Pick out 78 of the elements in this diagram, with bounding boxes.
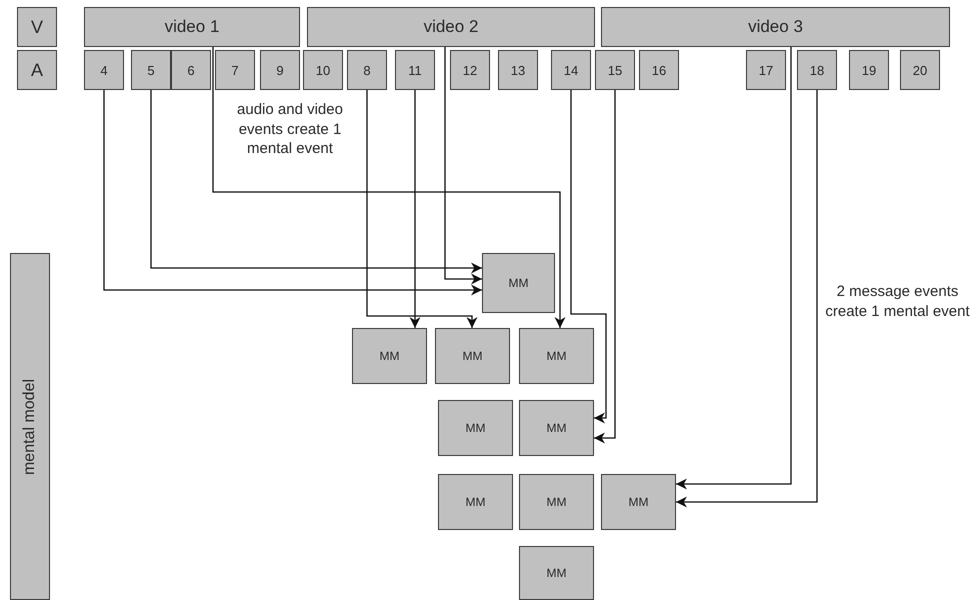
arrow: [212, 47, 566, 328]
box-label: 14: [564, 62, 578, 78]
video-segment-bar: [84, 7, 300, 47]
box-label: MM: [462, 349, 482, 363]
box-label: 17: [758, 62, 774, 78]
box-label: 6: [187, 62, 195, 78]
audio-event-box: [746, 50, 786, 90]
audio-event-box: [450, 50, 490, 90]
box-label: MM: [546, 349, 566, 363]
audio-event-box: [84, 50, 124, 90]
arrow: [676, 90, 818, 508]
mental-event-box: [519, 328, 594, 384]
arrow: [594, 90, 616, 444]
arrow: [103, 90, 482, 296]
arrow: [410, 90, 420, 328]
box-label: video 3: [748, 17, 803, 37]
arrow: [570, 90, 607, 424]
arrow: [366, 90, 478, 328]
mental-model-bar: [10, 253, 50, 600]
mental-event-box: [519, 474, 594, 530]
audio-event-box: [347, 50, 387, 90]
audio-event-box: [498, 50, 538, 90]
audio-event-box: [551, 50, 591, 90]
video-segment-bar: [307, 7, 595, 47]
video-segment-bar: [601, 7, 950, 47]
box-label: video 2: [424, 17, 478, 37]
box-label: MM: [466, 421, 486, 435]
box-label: mental model: [21, 378, 39, 475]
box-label: 10: [316, 62, 330, 78]
box-label: A: [30, 60, 43, 80]
box-label: 7: [231, 62, 239, 78]
audio-event-box: [215, 50, 255, 90]
mental-event-box: [519, 546, 594, 600]
mental-event-box: [438, 474, 513, 530]
box-label: 18: [810, 62, 824, 78]
box-label: 15: [608, 62, 622, 78]
mental-event-box: [482, 253, 555, 313]
box-label: MM: [466, 495, 486, 509]
box-label: video 1: [164, 17, 220, 37]
box-label: 16: [652, 62, 666, 78]
box-label: 5: [147, 62, 155, 78]
audio-event-box: [849, 50, 889, 90]
box-label: 12: [462, 62, 478, 78]
box-label: MM: [508, 276, 528, 290]
box-label: MM: [546, 566, 566, 580]
box-label: MM: [628, 495, 648, 509]
audio-event-box: [260, 50, 300, 90]
arrow: [150, 90, 482, 274]
box-label: 13: [510, 62, 526, 78]
track-label-box: [17, 7, 57, 47]
annotation-text: 2 message events create 1 mental event: [825, 282, 970, 321]
box-label: MM: [546, 495, 566, 509]
mental-event-box: [352, 328, 427, 384]
audio-event-box: [639, 50, 679, 90]
box-label: 20: [912, 62, 928, 78]
audio-event-box: [595, 50, 635, 90]
box-label: 8: [363, 62, 371, 78]
audio-event-box: [797, 50, 837, 90]
box-label: 4: [100, 62, 108, 78]
mental-event-box: [435, 328, 510, 384]
box-label: V: [30, 16, 43, 38]
audio-event-box: [900, 50, 940, 90]
arrow: [444, 47, 482, 284]
annotation-text: audio and video events create 1 mental event: [236, 100, 344, 158]
mental-event-box: [438, 400, 513, 456]
audio-event-box: [395, 50, 435, 90]
box-label: 19: [862, 62, 876, 78]
audio-event-box: [303, 50, 343, 90]
arrow: [676, 47, 792, 490]
box-label: 11: [408, 62, 422, 78]
box-label: 9: [276, 62, 284, 78]
box-label: MM: [546, 421, 566, 435]
box-label: MM: [380, 349, 400, 363]
track-label-box: [17, 50, 57, 90]
mental-event-box: [519, 400, 594, 456]
audio-event-box: [131, 50, 171, 90]
audio-event-box: [171, 50, 211, 90]
mental-event-box: [601, 474, 676, 530]
